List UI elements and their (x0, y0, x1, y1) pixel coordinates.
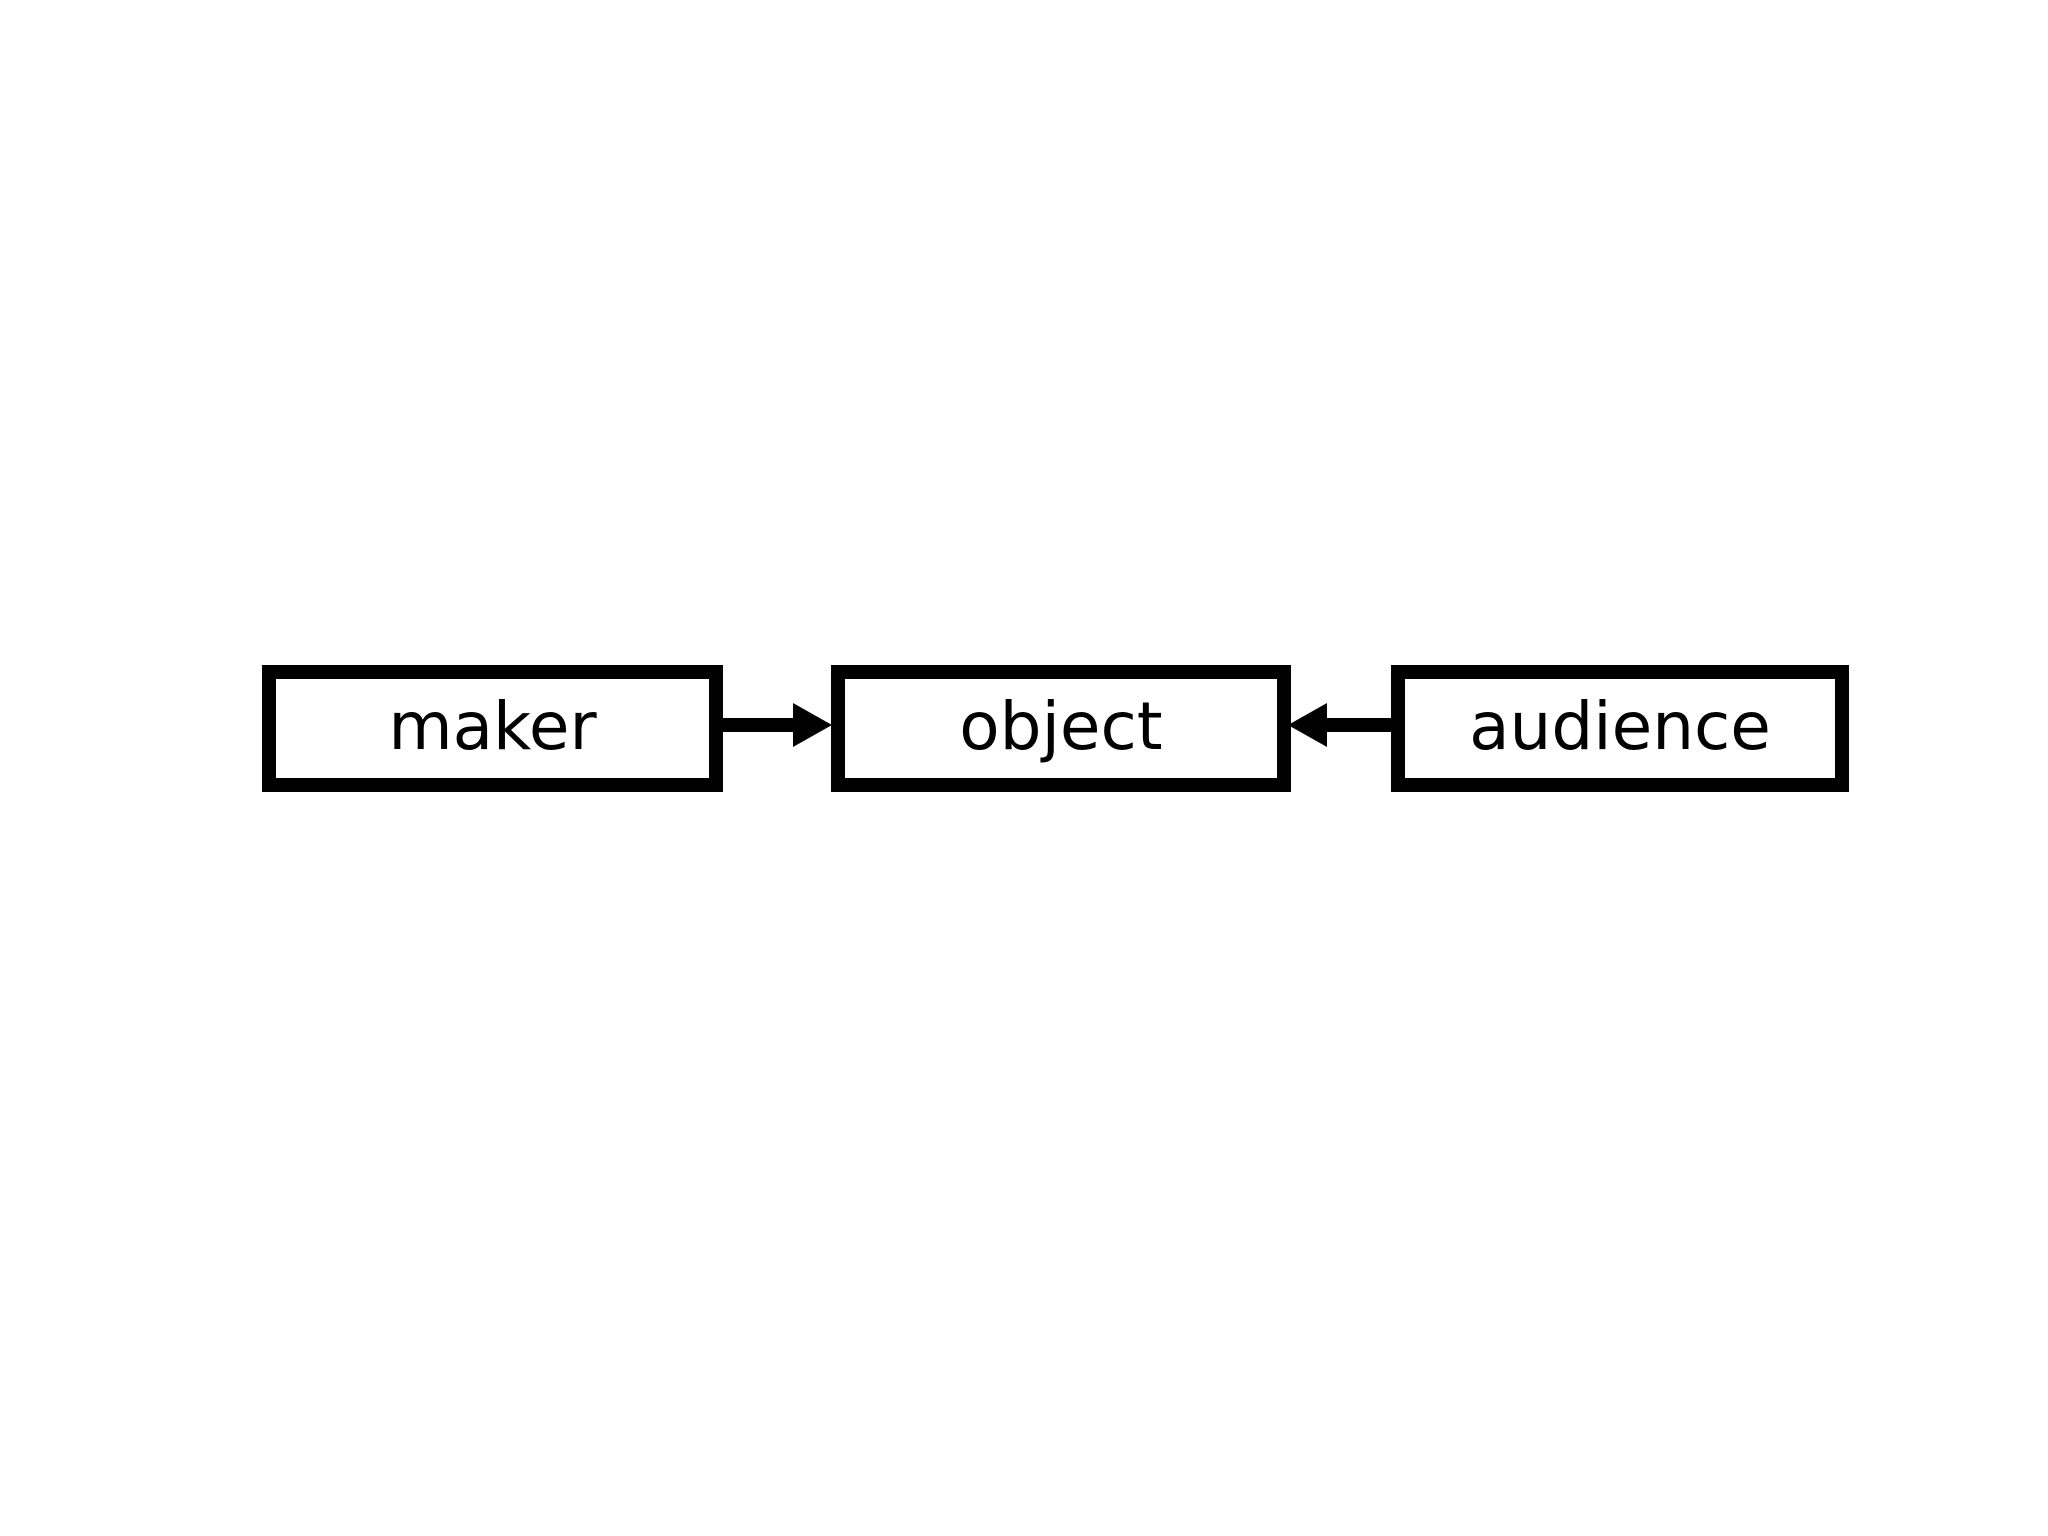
edge-audience-to-object-arrowhead (1288, 703, 1327, 747)
node-audience[interactable]: audience (1391, 665, 1849, 792)
node-object-label: object (959, 687, 1163, 765)
edge-maker-to-object (723, 703, 832, 747)
edge-maker-to-object-arrowhead (793, 703, 832, 747)
edge-maker-to-object-shaft (723, 718, 795, 732)
node-audience-label: audience (1469, 687, 1771, 765)
edge-audience-to-object-shaft (1320, 718, 1392, 732)
node-maker-label: maker (388, 687, 597, 765)
node-object[interactable]: object (831, 665, 1291, 792)
edge-audience-to-object (1288, 703, 1392, 747)
node-maker[interactable]: maker (262, 665, 723, 792)
